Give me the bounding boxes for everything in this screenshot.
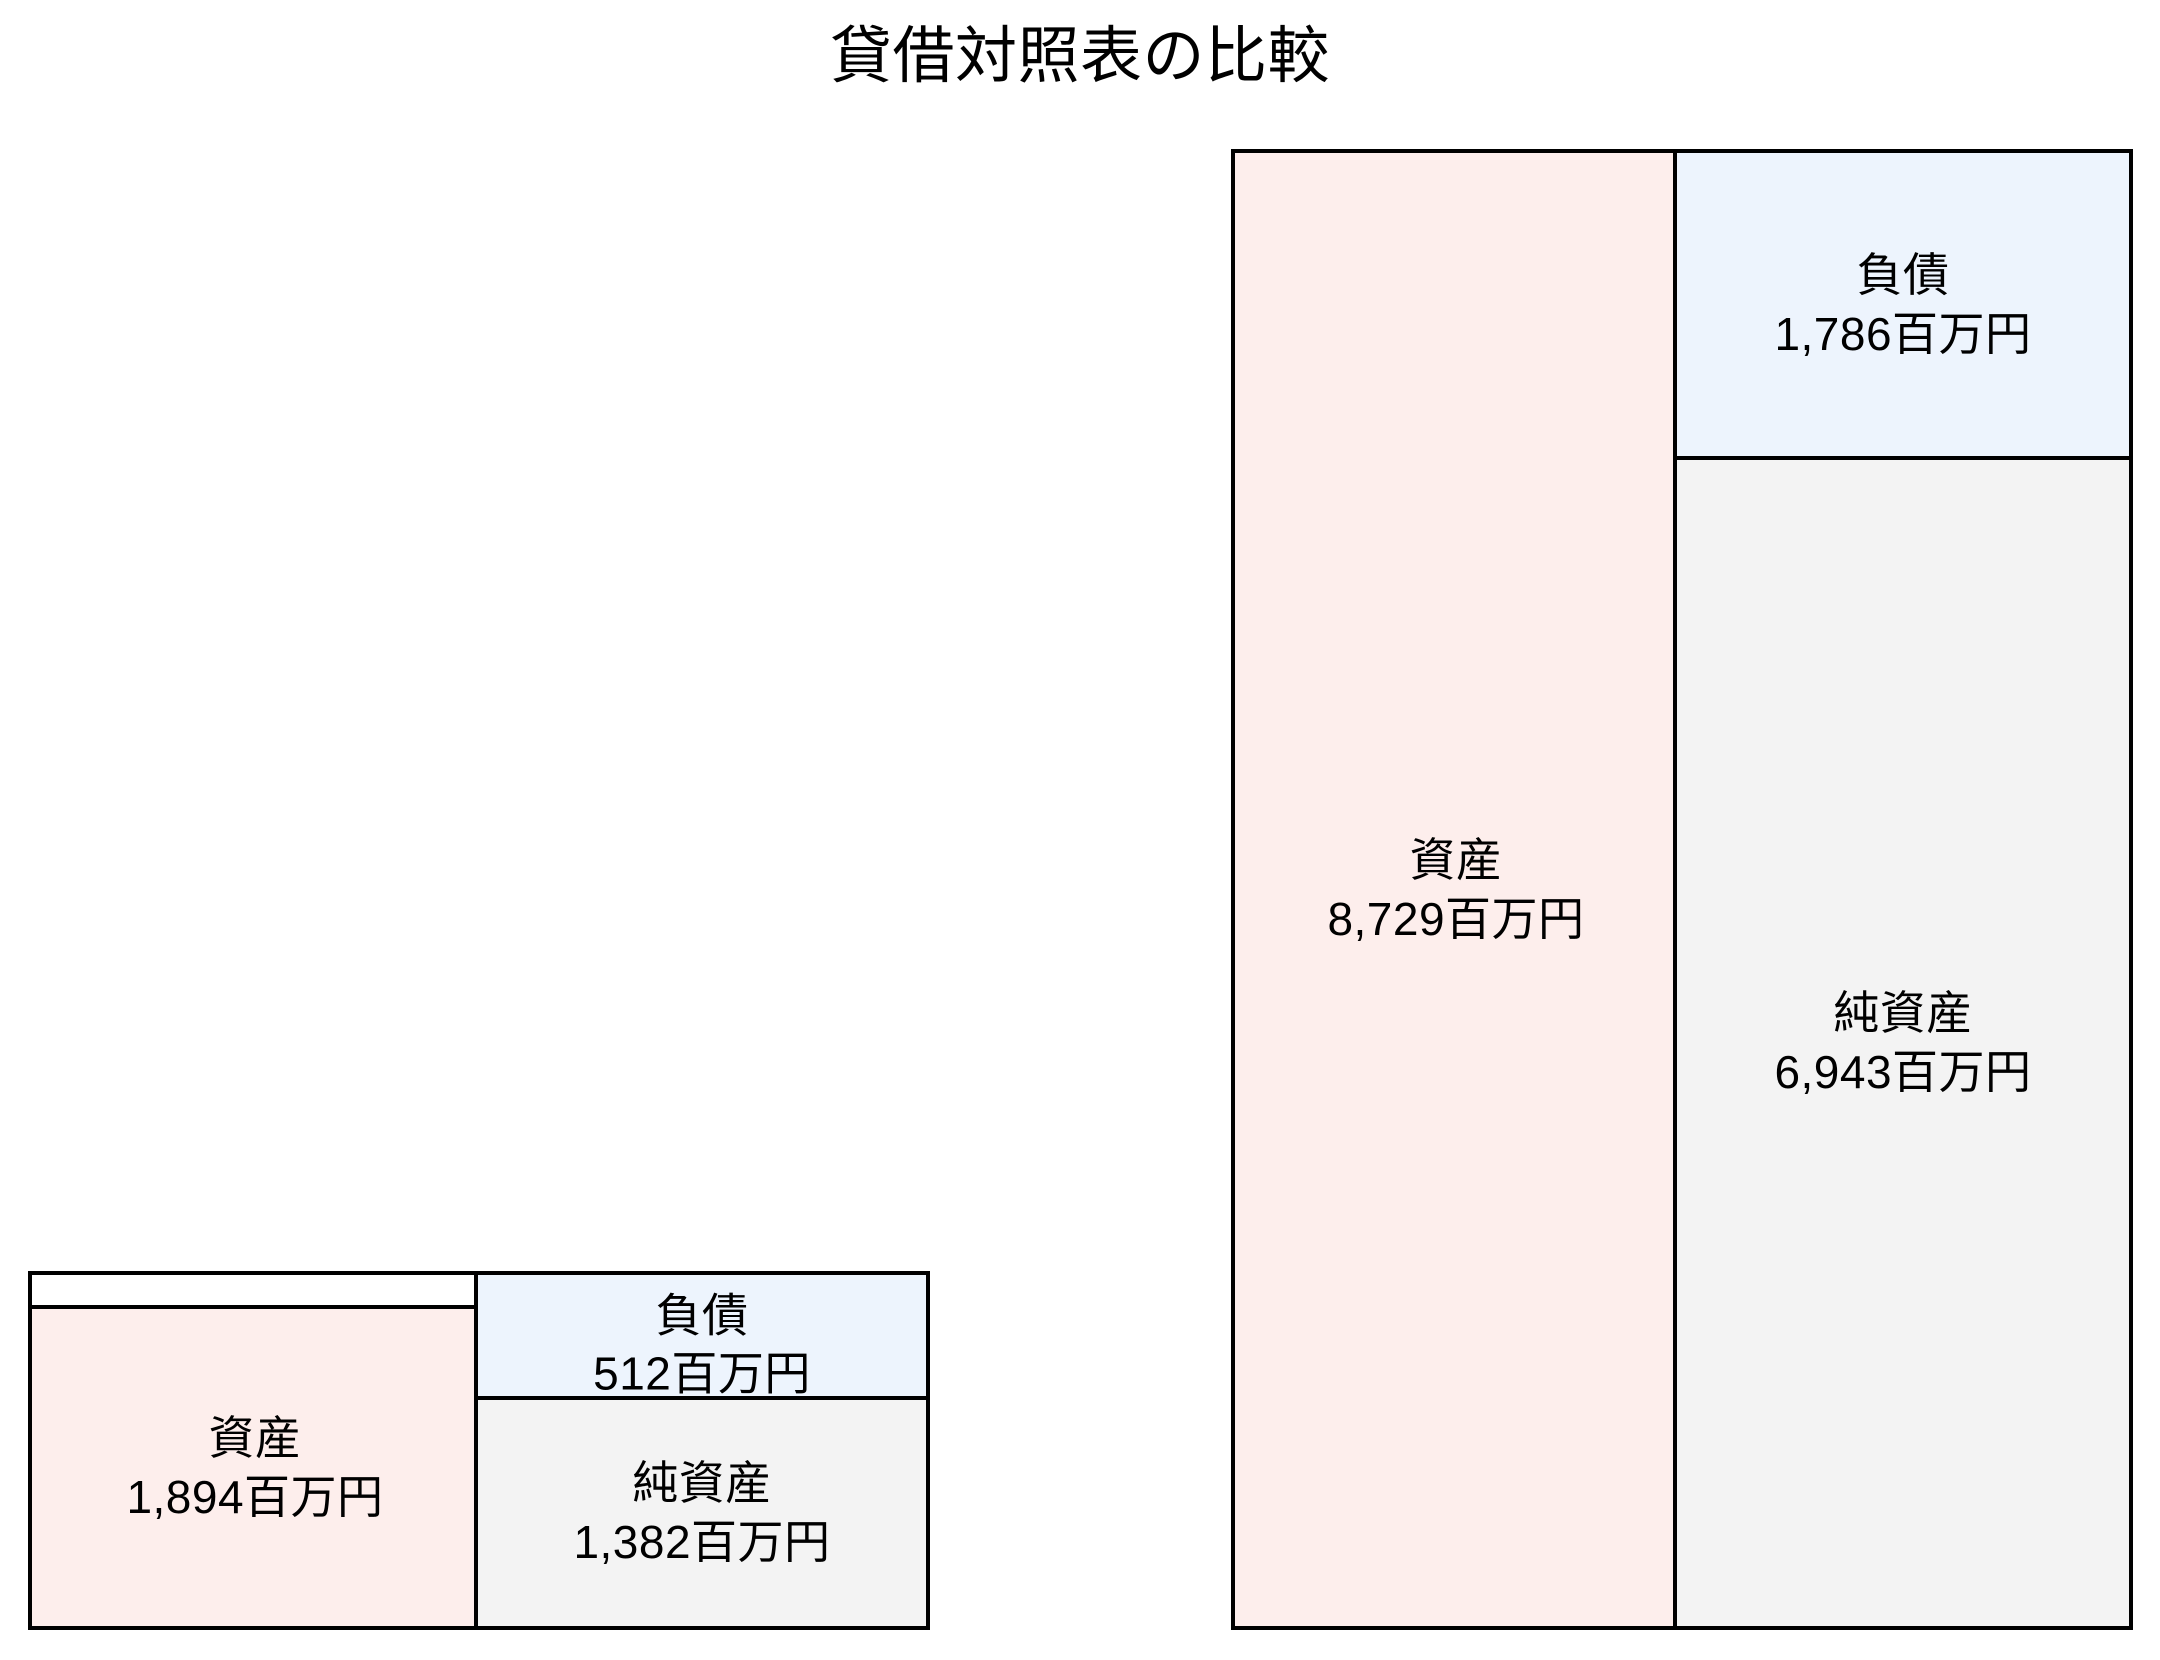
- right-chart-asset-name: 資産: [1409, 833, 1503, 886]
- left-chart-liability-value: 512百万円: [593, 1347, 811, 1400]
- right-chart-asset-segment[interactable]: 資産 8,729百万円: [1235, 153, 1677, 1626]
- left-chart-liability-label: 負債 512百万円: [478, 1286, 926, 1400]
- right-chart-equity-segment[interactable]: 純資産 6,943百万円: [1677, 460, 2129, 1626]
- right-chart-equity-value: 6,943百万円: [1774, 1046, 2032, 1098]
- left-balance-sheet-block: 資産 1,894百万円 負債 512百万円 純資産 1,382百万円: [28, 1271, 930, 1630]
- left-chart-asset-value: 1,894百万円: [126, 1470, 384, 1523]
- left-chart-liability-equity-column: 負債 512百万円 純資産 1,382百万円: [474, 1275, 926, 1626]
- page-title: 貸借対照表の比較: [829, 22, 1330, 91]
- right-chart-asset-label: 資産 8,729百万円: [1327, 831, 1584, 949]
- left-chart-blank-segment: [32, 1275, 478, 1309]
- right-balance-sheet-block: 資産 8,729百万円 負債 1,786百万円 純資産 6,943百万円: [1231, 149, 2133, 1630]
- right-chart-asset-value: 8,729百万円: [1327, 892, 1585, 945]
- left-chart-equity-segment[interactable]: 純資産 1,382百万円: [478, 1400, 926, 1626]
- left-chart-liability-name: 負債: [655, 1289, 749, 1342]
- right-chart-liability-label: 負債 1,786百万円: [1774, 246, 2031, 364]
- left-chart-asset-name: 資産: [208, 1411, 302, 1464]
- left-chart-asset-segment[interactable]: 資産 1,894百万円: [32, 1309, 478, 1626]
- right-chart-liability-equity-column: 負債 1,786百万円 純資産 6,943百万円: [1673, 153, 2129, 1626]
- left-chart-equity-label: 純資産 1,382百万円: [573, 1454, 830, 1572]
- left-chart-asset-column: 資産 1,894百万円: [32, 1275, 478, 1626]
- right-chart-equity-name: 純資産: [1833, 987, 1973, 1040]
- right-chart-liability-segment[interactable]: 負債 1,786百万円: [1677, 153, 2129, 460]
- right-chart-liability-value: 1,786百万円: [1774, 307, 2032, 360]
- left-chart-asset-label: 資産 1,894百万円: [126, 1409, 383, 1527]
- left-chart-equity-name: 純資産: [632, 1457, 772, 1510]
- right-chart-asset-column: 資産 8,729百万円: [1235, 153, 1677, 1626]
- left-chart-equity-value: 1,382百万円: [573, 1516, 831, 1568]
- right-chart-equity-label: 純資産 6,943百万円: [1774, 984, 2031, 1102]
- right-chart-liability-name: 負債: [1856, 248, 1950, 301]
- left-chart-liability-segment[interactable]: 負債 512百万円: [478, 1275, 926, 1400]
